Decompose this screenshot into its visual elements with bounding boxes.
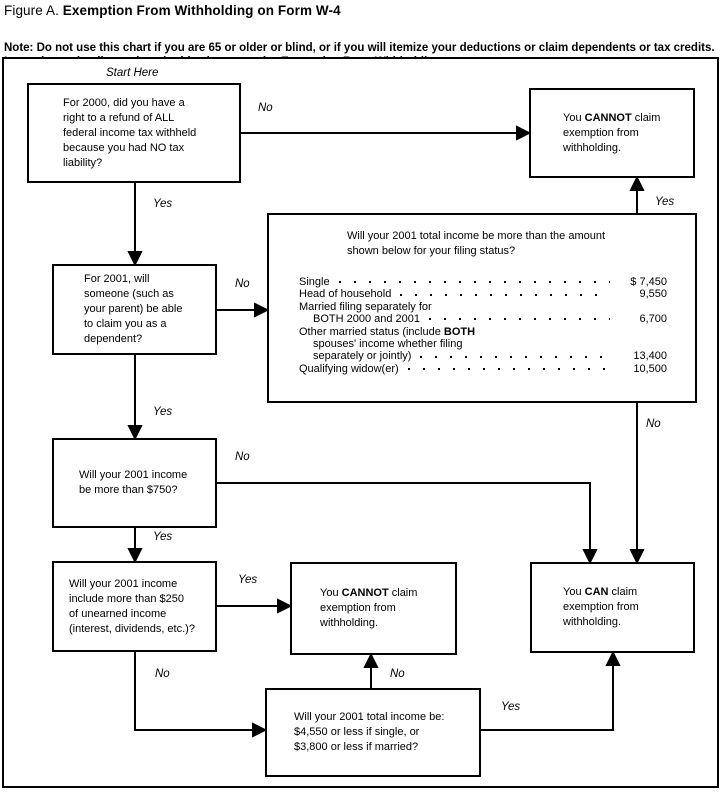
node-question-total-income-text: Will your 2001 total income be: $4,550 o… bbox=[294, 711, 445, 753]
edge-label-dependent-no: No bbox=[235, 278, 250, 290]
figure-title: Figure A. Exemption From Withholding on … bbox=[4, 3, 341, 18]
edge-label-total-no: No bbox=[390, 668, 405, 680]
filing-status-label: Other married status (include BOTH bbox=[299, 325, 476, 338]
filing-status-label: Married filing separately for bbox=[299, 300, 432, 313]
edge-label-refund-yes: Yes bbox=[153, 198, 173, 210]
dot-leader bbox=[407, 368, 610, 371]
income-table-heading: Will your 2001 total income be more than… bbox=[347, 230, 606, 257]
filing-status-label: separately or jointly) bbox=[313, 350, 412, 363]
node-cannot-claim-top: You CANNOT claim exemption from withhold… bbox=[529, 88, 695, 178]
filing-status-label: spouses' income whether filing bbox=[313, 338, 463, 351]
filing-status-amount: 10,500 bbox=[633, 362, 667, 375]
figure-label: Figure A. bbox=[4, 3, 59, 18]
filing-status-row: Qualifying widow(er) 10,500 bbox=[299, 363, 667, 375]
filing-status-row: separately or jointly) 13,400 bbox=[299, 350, 667, 362]
dot-leader bbox=[338, 281, 610, 284]
node-can-claim-text: You CAN claim exemption from withholding… bbox=[563, 586, 639, 628]
filing-status-label: Single bbox=[299, 276, 330, 288]
filing-status-row: Other married status (include BOTH bbox=[299, 326, 667, 338]
edge-label-750-no: No bbox=[235, 451, 250, 463]
edge-label-table-no: No bbox=[646, 418, 661, 430]
filing-status-row: Married filing separately for bbox=[299, 301, 667, 313]
edge-label-table-yes: Yes bbox=[655, 196, 675, 208]
node-question-750: Will your 2001 income be more than $750? bbox=[52, 438, 217, 528]
node-can-claim: You CAN claim exemption from withholding… bbox=[530, 562, 695, 653]
node-income-table: Will your 2001 total income be more than… bbox=[267, 213, 697, 403]
figure-title-text: Exemption From Withholding on Form W-4 bbox=[62, 3, 341, 18]
node-cannot-claim-top-text: You CANNOT claim exemption from withhold… bbox=[563, 111, 661, 154]
node-cannot-claim-mid: You CANNOT claim exemption from withhold… bbox=[290, 562, 457, 655]
edge-label-unearned-yes: Yes bbox=[238, 574, 258, 586]
filing-status-amount: 13,400 bbox=[633, 350, 667, 363]
filing-status-label: Head of household bbox=[299, 288, 392, 301]
filing-status-amount: $ 7,450 bbox=[630, 276, 667, 288]
edge-label-refund-no: No bbox=[258, 102, 273, 114]
filing-status-row: BOTH 2000 and 2001 6,700 bbox=[299, 313, 667, 325]
node-question-dependent: For 2001, will someone (such as your par… bbox=[52, 264, 217, 355]
node-question-750-text: Will your 2001 income be more than $750? bbox=[79, 469, 188, 496]
edge-label-750-yes: Yes bbox=[153, 531, 173, 543]
filing-status-label: Qualifying widow(er) bbox=[299, 362, 399, 375]
dot-leader bbox=[429, 318, 610, 321]
edge-label-dependent-yes: Yes bbox=[153, 406, 173, 418]
filing-status-row: Single $ 7,450 bbox=[299, 276, 667, 288]
filing-status-amount: 9,550 bbox=[639, 288, 667, 301]
filing-status-amount: 6,700 bbox=[639, 313, 667, 326]
node-question-total-income: Will your 2001 total income be: $4,550 o… bbox=[265, 688, 481, 777]
filing-status-label: BOTH 2000 and 2001 bbox=[313, 313, 421, 326]
node-question-dependent-text: For 2001, will someone (such as your par… bbox=[84, 273, 183, 345]
node-question-unearned: Will your 2001 income include more than … bbox=[52, 561, 217, 652]
dot-leader bbox=[420, 355, 610, 358]
filing-status-row: spouses' income whether filing bbox=[299, 338, 667, 350]
node-question-refund: For 2000, did you have a right to a refu… bbox=[27, 83, 241, 183]
filing-status-table: Single $ 7,450 Head of household 9,550 M… bbox=[269, 276, 695, 375]
edge-label-unearned-no: No bbox=[155, 668, 170, 680]
filing-status-row: Head of household 9,550 bbox=[299, 288, 667, 300]
node-cannot-claim-mid-text: You CANNOT claim exemption from withhold… bbox=[320, 587, 418, 629]
edge-label-total-yes: Yes bbox=[501, 701, 521, 713]
start-here-label: Start Here bbox=[106, 67, 159, 79]
dot-leader bbox=[400, 293, 610, 296]
node-question-refund-text: For 2000, did you have a right to a refu… bbox=[63, 96, 197, 169]
node-question-unearned-text: Will your 2001 income include more than … bbox=[69, 577, 195, 635]
